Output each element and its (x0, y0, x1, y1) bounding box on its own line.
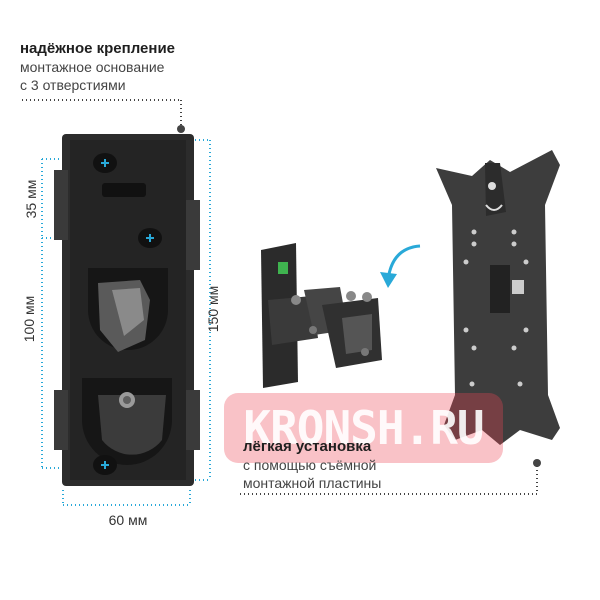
screw-hole-bottom-icon (93, 455, 117, 475)
bottom-caption-title: лёгкая установка (243, 438, 372, 455)
top-caption-title: надёжное крепление (20, 40, 176, 57)
screw-hole-top-icon (93, 153, 117, 173)
dimension-label-total-height: 150 мм (205, 285, 221, 333)
watermark-badge (224, 393, 503, 463)
bottom-caption: лёгкая установка с помощью съёмной монта… (243, 438, 381, 492)
dimension-label-top-gap: 35 мм (23, 179, 39, 219)
watermark-text: KRONSH.RU (243, 401, 484, 455)
screw-hole-middle-icon (138, 228, 162, 248)
dimension-label-width: 60 мм (108, 512, 148, 528)
bottom-caption-line1: с помощью съёмной (243, 457, 377, 473)
top-caption: надёжное крепление монтажное основание с… (20, 40, 175, 94)
curved-arrow-icon (380, 244, 421, 288)
tv-mounting-plate (436, 150, 560, 445)
bottom-caption-line2: монтажной пластины (243, 475, 382, 491)
top-caption-line1: монтажное основание (20, 59, 165, 75)
swing-arm-bracket (261, 243, 382, 388)
bottom-caption-leader (240, 459, 541, 495)
top-caption-line2: с 3 отверстиями (20, 77, 126, 93)
top-caption-leader (22, 99, 185, 133)
dimension-label-hole-spacing: 100 мм (21, 295, 37, 343)
bubble-level-icon (278, 262, 288, 274)
wall-base-plate (54, 134, 200, 486)
